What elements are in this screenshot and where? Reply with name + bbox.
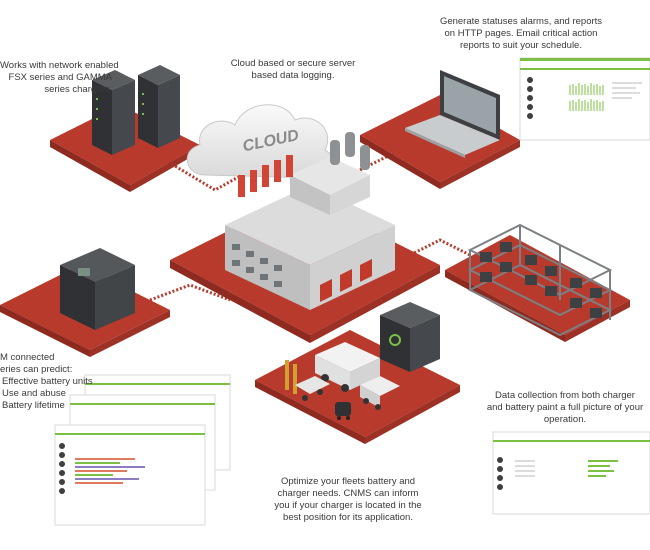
charger-table-screenshot (492, 431, 650, 515)
caption-reports: Generate statuses alarms, and reports on… (439, 16, 603, 51)
laptop-icon (360, 70, 520, 189)
caption-data-collection: Data collection from both charger and ba… (486, 390, 644, 425)
battery-rack-icon (445, 223, 630, 342)
caption-predict: M connected eries can predict: Effective… (0, 352, 93, 411)
vehicles-icon (255, 302, 460, 444)
cloud-icon: CLOUD (186, 104, 334, 179)
report-screenshot (519, 57, 650, 141)
charger-unit-icon (0, 248, 170, 357)
caption-chargers: Works with network enabled FSX series an… (0, 60, 119, 95)
caption-cloud: Cloud based or secure server based data … (230, 58, 356, 81)
factory-icon (170, 132, 440, 343)
caption-optimize: Optimize your fleets battery and charger… (274, 476, 422, 523)
dashboard-screenshots (54, 374, 231, 526)
server-rack-icon (50, 65, 200, 192)
